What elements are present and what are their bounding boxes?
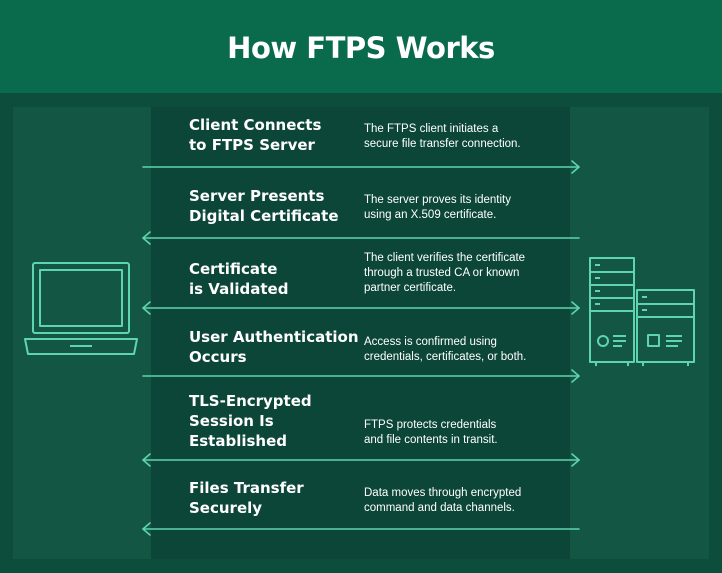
step-5-arrowhead-right [571, 453, 580, 467]
step-1-description: The FTPS client initiates a secure file … [364, 123, 521, 150]
step-4-description: Access is confirmed using credentials, c… [364, 336, 527, 363]
step-3-description: The client verifies the certificate thro… [364, 252, 526, 294]
step-3-arrowhead-right [571, 301, 580, 315]
flow-panel [151, 107, 570, 559]
step-6-description: Data moves through encrypted command and… [364, 487, 522, 514]
server-panel [570, 107, 709, 559]
step-3-arrowhead-left [142, 301, 151, 315]
step-1-arrowhead-right [571, 160, 580, 174]
server-rack-icon [589, 257, 695, 366]
step-2-arrowhead-left [142, 231, 151, 245]
step-6-arrowhead-left [142, 522, 151, 536]
step-2-description: The server proves its identity using an … [364, 194, 512, 221]
step-5-title: TLS-Encrypted Session Is Established [189, 392, 312, 450]
page-title: How FTPS Works [227, 31, 495, 65]
step-5-arrowhead-left [142, 453, 151, 467]
step-6-title: Files Transfer Securely [189, 479, 304, 517]
laptop-icon [24, 262, 138, 355]
step-3-title: Certificate is Validated [189, 260, 289, 298]
step-4-title: User Authentication Occurs [189, 328, 359, 366]
header-bar: How FTPS Works [0, 0, 722, 93]
step-4-arrowhead-right [571, 369, 580, 383]
step-5-description: FTPS protects credentials and file conte… [364, 419, 498, 446]
step-1-title: Client Connects to FTPS Server [189, 116, 322, 154]
step-2-title: Server Presents Digital Certificate [189, 187, 339, 225]
